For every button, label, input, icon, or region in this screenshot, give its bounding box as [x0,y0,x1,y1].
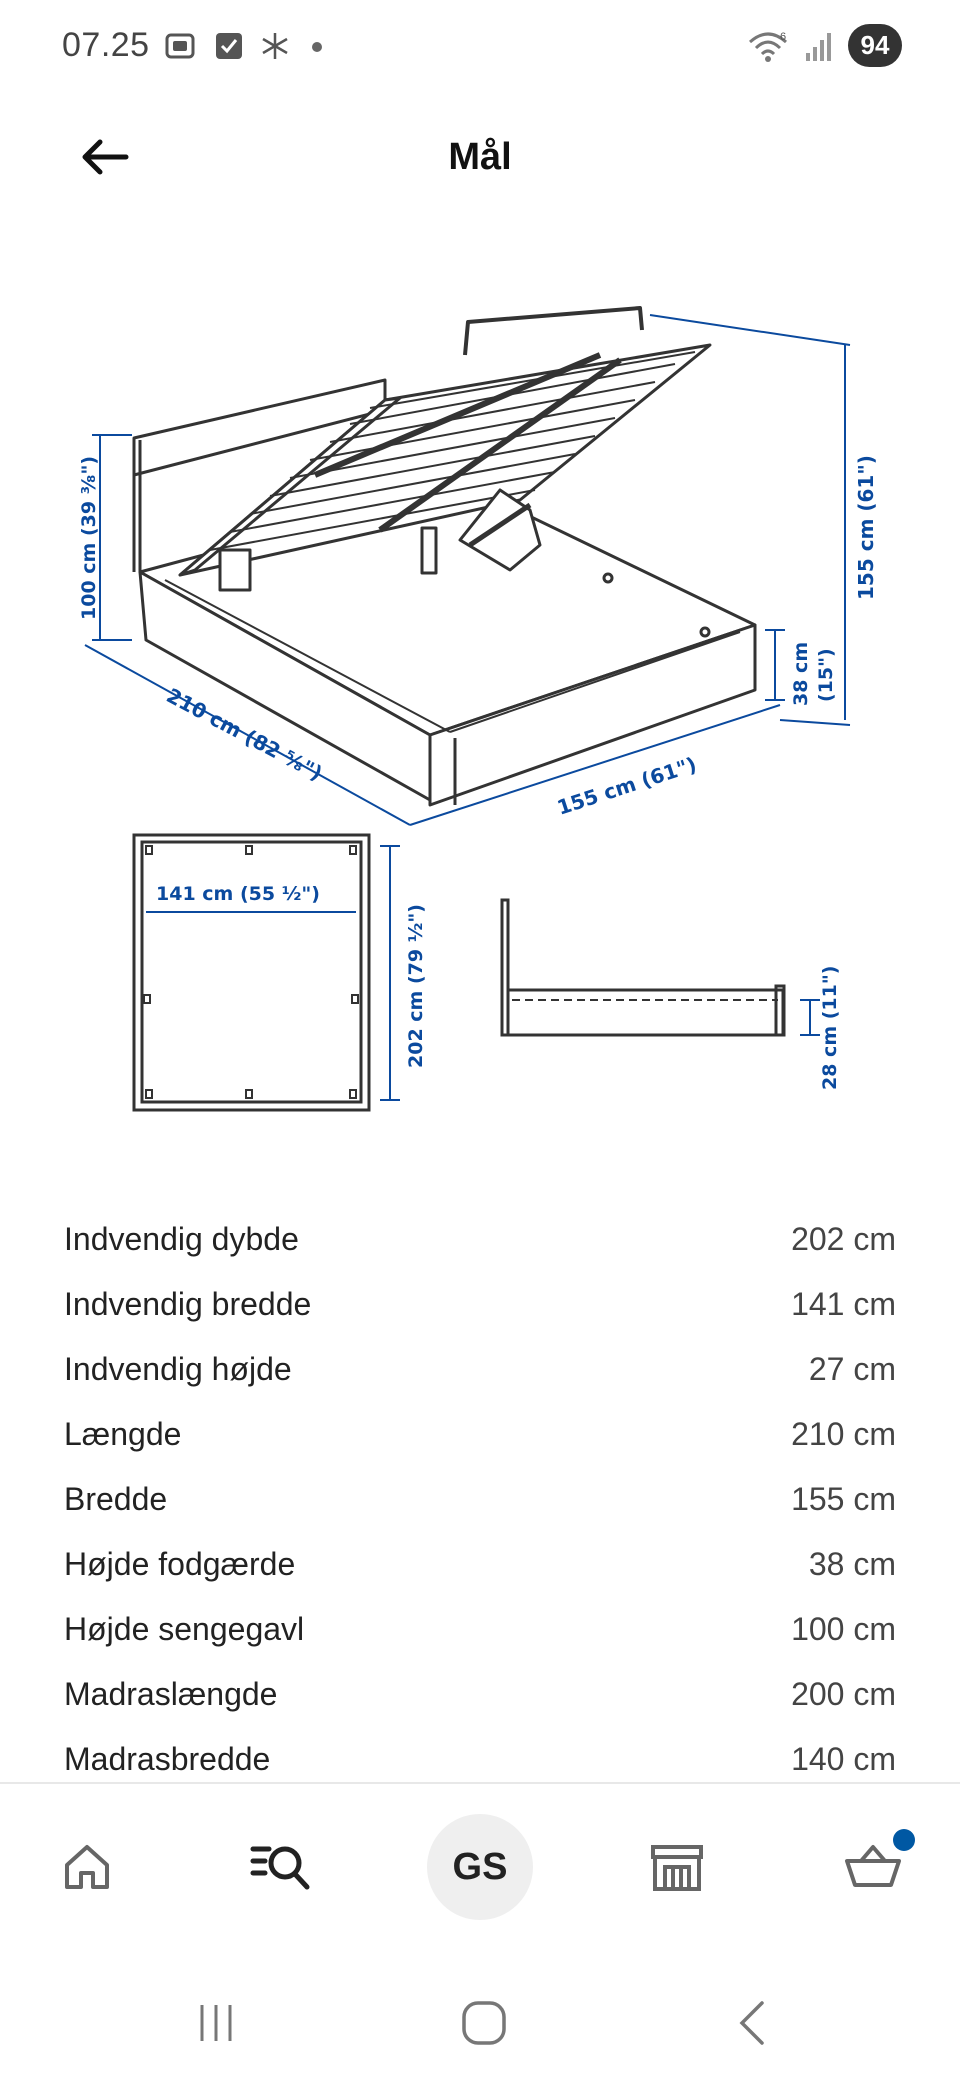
wifi-icon: 6 [749,31,787,62]
inner-depth-label: 202 cm (79 ½") [405,904,427,1068]
spec-row: Indvendig højde 27 cm [64,1337,896,1402]
spec-row: Indvendig dybde 202 cm [64,1207,896,1272]
home-button[interactable] [444,1988,524,2058]
store-icon [651,1845,703,1891]
recent-apps-button[interactable] [176,1988,256,2058]
headboard-height-label: 100 cm (39 ³⁄₈") [78,456,100,620]
check-box-icon [216,33,242,59]
signal-icon [806,32,831,61]
status-notification-icons [162,28,328,64]
nav-home[interactable] [42,1822,132,1912]
recent-apps-icon [200,2005,232,2041]
home-icon [65,1845,109,1889]
dimension-spec-list: Indvendig dybde 202 cm Indvendig bredde … [64,1207,896,1792]
bottom-navigation: GS [0,1782,960,1954]
spec-row: Længde 210 cm [64,1402,896,1467]
home-button-icon [462,2001,506,2045]
search-icon [250,1846,310,1890]
nav-store[interactable] [632,1822,722,1912]
status-bar: 07.25 6 [0,0,960,95]
spec-row: Højde sengegavl 100 cm [64,1597,896,1662]
page-title: Mål [448,136,512,178]
inner-width-label: 141 cm (55 ½") [156,883,320,905]
profile-avatar[interactable]: GS [427,1814,533,1920]
spec-value: 141 cm [791,1286,896,1322]
status-time: 07.25 [62,26,150,64]
back-button[interactable] [76,132,136,182]
spec-row: Madraslængde 200 cm [64,1662,896,1727]
footboard-height-in-label: (15") [815,648,837,702]
network-badge: 6 [780,31,786,43]
spec-value: 200 cm [791,1676,896,1712]
width-label: 155 cm (61") [554,752,699,820]
screenshot-icon [165,33,195,59]
spec-label: Indvendig dybde [64,1221,299,1257]
spec-value: 27 cm [808,1351,896,1387]
spec-value: 202 cm [791,1221,896,1257]
spec-row: Højde fodgærde 38 cm [64,1532,896,1597]
arrow-left-icon [82,139,129,175]
spec-value: 100 cm [791,1611,896,1647]
app-header: Mål [0,110,960,200]
spec-label: Længde [64,1416,182,1452]
dot-icon [312,42,322,52]
spec-value: 155 cm [791,1481,896,1517]
spec-label: Højde fodgærde [64,1546,296,1582]
total-height-label: 155 cm (61") [854,455,878,600]
system-navigation [0,1960,960,2080]
bed-dimension-drawing: 100 cm (39 ³⁄₈") 210 cm (82 ⁵⁄₈") 155 cm… [78,306,878,1112]
nav-cart[interactable] [828,1822,918,1912]
spec-value: 140 cm [791,1741,896,1777]
spec-label: Bredde [64,1481,168,1517]
cart-icon [845,1845,901,1887]
spec-row: Bredde 155 cm [64,1467,896,1532]
spec-value: 210 cm [791,1416,896,1452]
spec-value: 38 cm [808,1546,896,1582]
footboard-height-cm-label: 38 cm [790,642,812,706]
spec-row: Madrasbredde 140 cm [64,1727,896,1792]
status-system-icons: 6 94 [746,24,902,67]
nav-search[interactable] [236,1822,326,1912]
cart-badge [893,1829,915,1851]
spec-label: Indvendig højde [64,1351,292,1387]
battery-indicator: 94 [848,24,902,67]
system-back-button[interactable] [712,1988,792,2058]
spec-label: Madraslængde [64,1676,278,1712]
snowflake-icon [262,33,288,59]
side-height-label: 28 cm (11") [819,966,841,1090]
spec-label: Højde sengegavl [64,1611,305,1647]
dimension-illustration: 100 cm (39 ³⁄₈") 210 cm (82 ⁵⁄₈") 155 cm… [60,300,900,1130]
spec-row: Indvendig bredde 141 cm [64,1272,896,1337]
back-nav-icon [739,2001,764,2045]
spec-label: Indvendig bredde [64,1286,312,1322]
spec-label: Madrasbredde [64,1741,271,1777]
